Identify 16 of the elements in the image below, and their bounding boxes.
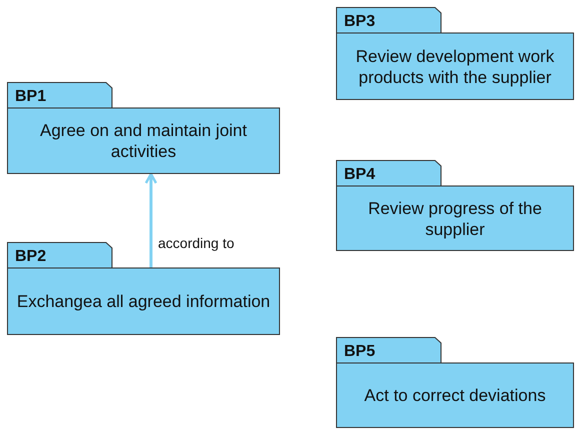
package-name: BP4 <box>344 166 376 184</box>
package-description: Review development work products with the supplier <box>354 46 556 88</box>
package-description: Review progress of the supplier <box>367 198 543 240</box>
arrow <box>144 172 158 268</box>
package-shape <box>336 7 574 100</box>
package-shape <box>336 160 574 251</box>
package-name: BP3 <box>344 13 376 31</box>
edge-label: according to <box>158 235 234 251</box>
package-description: Act to correct deviations <box>363 385 547 406</box>
package-description: Agree on and maintain joint activities <box>39 120 248 162</box>
package-description: Exchangea all agreed information <box>16 291 272 312</box>
package-name: BP2 <box>15 248 46 266</box>
package-name: BP1 <box>15 88 46 106</box>
package-shape <box>336 337 574 428</box>
package-shape <box>7 82 280 174</box>
package-name: BP5 <box>344 343 376 361</box>
